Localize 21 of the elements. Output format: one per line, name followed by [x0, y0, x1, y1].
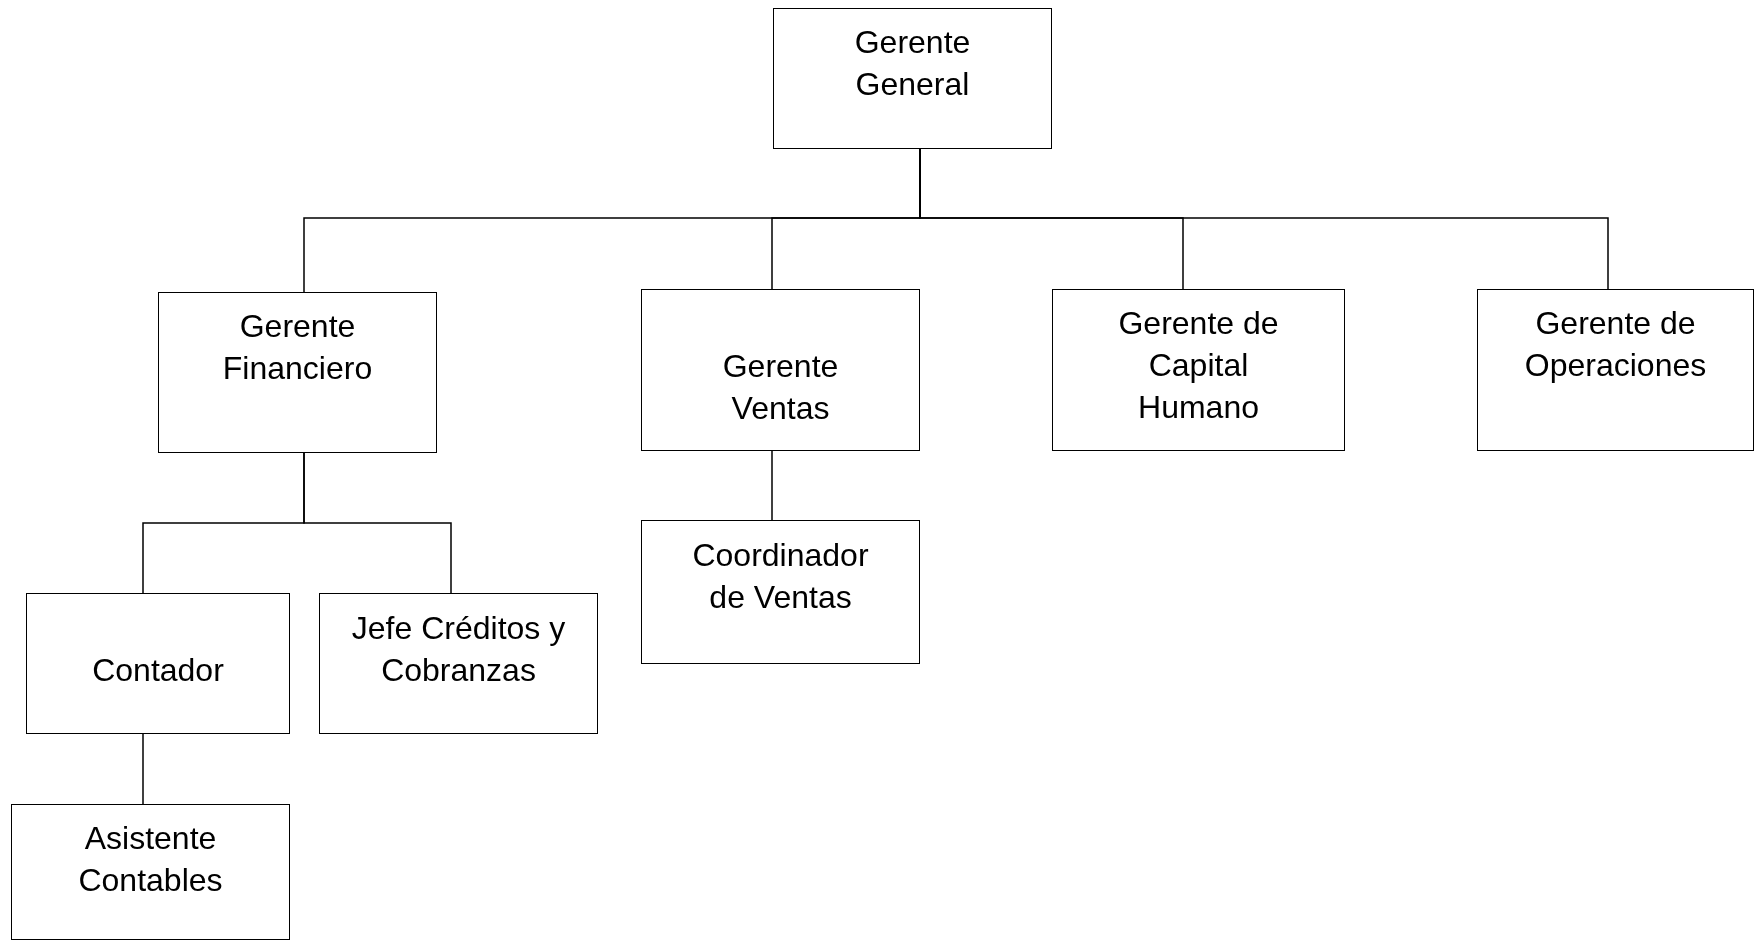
org-box [158, 292, 437, 453]
org-box [641, 289, 920, 451]
connector-line [303, 452, 452, 594]
role-title: Contador [91, 651, 225, 690]
org-box [11, 804, 290, 940]
role-title: Gerente de Operaciones [1523, 304, 1708, 385]
role-title: Asistente Contables [77, 819, 224, 900]
role-title: Gerente Financiero [221, 307, 374, 388]
role-title: Coordinador de Ventas [691, 536, 870, 617]
org-box [1477, 289, 1754, 451]
org-box [641, 520, 920, 664]
connector-line [142, 733, 144, 805]
org-box [1052, 289, 1345, 451]
org-box [26, 593, 290, 734]
org-box [319, 593, 598, 734]
role-title: Gerente de Capital Humano [1117, 304, 1280, 427]
role-title: Jefe Créditos y Cobranzas [350, 609, 567, 690]
org-box [773, 8, 1052, 149]
role-title: Gerente General [853, 23, 972, 104]
role-title: Gerente Ventas [721, 347, 840, 428]
connector-line [771, 450, 773, 521]
